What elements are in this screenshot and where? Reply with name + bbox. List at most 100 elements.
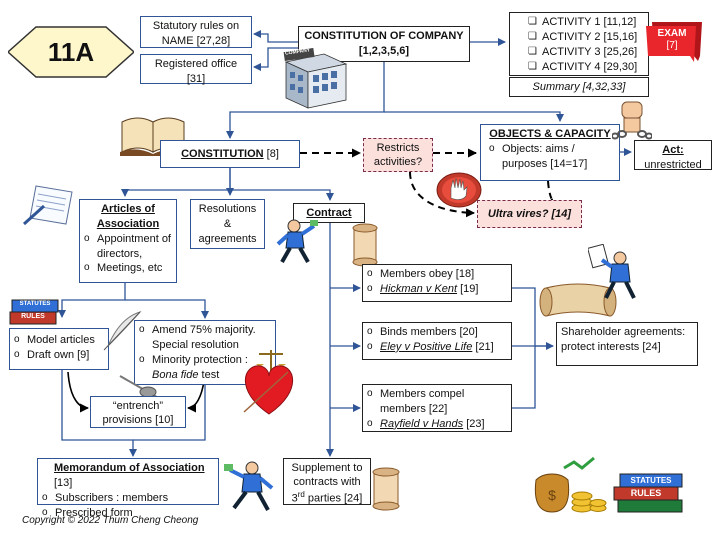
ultra-vires-text: Ultra vires? [14] <box>487 208 572 220</box>
parchment-scroll-illustration <box>538 280 618 322</box>
constitution-of-company-title: CONSTITUTION OF COMPANY <box>304 30 464 42</box>
document-pen-illustration <box>22 184 76 228</box>
svg-text:$: $ <box>548 487 556 503</box>
constitution-of-company-refs: [1,2,3,5,6] <box>358 44 410 57</box>
memorandum-box: Memorandum of Association [13] Subscribe… <box>37 458 219 519</box>
statutory-rules-text: Statutory rules on NAME [27,28] <box>152 20 240 47</box>
summary-box[interactable]: Summary [4,32,33] <box>509 77 649 97</box>
statutory-rules-box: Statutory rules on NAME [27,28] <box>140 16 252 48</box>
memorandum-title: Memorandum of Association <box>54 462 205 474</box>
books-bottom-label: RULES <box>21 313 45 320</box>
hickman-ref: [19] <box>457 282 479 295</box>
quill-pen-illustration <box>100 308 144 352</box>
books-top-label-2: STATUTES <box>630 476 672 485</box>
exam-ref: [7] <box>666 40 678 51</box>
members-obey-case-item: Hickman v Kent [19] <box>367 282 507 297</box>
activities-list: ACTIVITY 1 [11,12] ACTIVITY 2 [15,16] AC… <box>528 15 644 74</box>
objects-capacity-title: OBJECTS & CAPACITY <box>489 128 611 140</box>
model-articles-item: Draft own [9] <box>14 348 104 363</box>
restricts-activities-box: Restricts activities? <box>363 138 433 172</box>
summary-text: Summary [4,32,33] <box>532 81 626 93</box>
scroll-illustration-2 <box>368 466 404 512</box>
supplement-text: Supplement to contracts with 3 <box>291 462 363 505</box>
supplement-box: Supplement to contracts with 3rd parties… <box>283 458 371 505</box>
fist-chain-illustration <box>611 98 653 140</box>
stop-hand-icon: STOP <box>436 162 482 208</box>
registered-office-text: Registered office [31] <box>154 58 238 85</box>
supplement-sup: rd <box>297 489 305 499</box>
model-articles-box: Model articles Draft own [9] <box>9 328 109 370</box>
exam-flag[interactable]: EXAM [7] <box>646 22 702 62</box>
activities-box: ACTIVITY 1 [11,12] ACTIVITY 2 [15,16] AC… <box>509 12 649 76</box>
exam-title: EXAM <box>657 28 687 39</box>
ultra-vires-box: Ultra vires? [14] <box>477 200 582 228</box>
model-articles-item: Model articles <box>14 333 104 348</box>
memorandum-item: Prescribed form <box>42 506 214 521</box>
act-box: Act: unrestricted <box>634 140 712 171</box>
money-bag-coins-illustration: $ <box>528 456 608 516</box>
constitution-box: CONSTITUTION [8] <box>160 140 300 168</box>
members-obey-list: Members obey [18] Hickman v Kent [19] <box>367 267 507 297</box>
rules-books-illustration: STATUTES RULES <box>8 296 60 326</box>
members-compel-box: Members compel members [22] Rayfield v H… <box>362 384 512 432</box>
binds-members-box: Binds members [20] Eley v Positive Life … <box>362 322 512 360</box>
activity-item[interactable]: ACTIVITY 2 [15,16] <box>528 30 644 45</box>
activity-item[interactable]: ACTIVITY 1 [11,12] <box>528 15 644 30</box>
articles-list: Appointment of directors, Meetings, etc <box>84 232 172 277</box>
constitution-title: CONSTITUTION <box>181 148 264 160</box>
chapter-number: 11A <box>47 37 95 67</box>
copyright-text: Copyright © 2022 Thum Cheng Cheong <box>22 515 199 526</box>
businessman-document-illustration <box>587 243 640 300</box>
minority-protection-text: Minority protection : <box>152 353 248 366</box>
businessman-running-illustration <box>222 460 280 514</box>
articles-item: Appointment of directors, <box>84 232 172 262</box>
businessman-illustration <box>272 218 320 266</box>
hickman-case: Hickman v Kent <box>380 282 458 295</box>
articles-title: Articles of Association <box>96 203 160 230</box>
model-articles-list: Model articles Draft own [9] <box>14 333 104 363</box>
entrench-quote: “entrench” <box>112 400 164 412</box>
amend-item: Amend 75% majority. Special resolution <box>139 323 271 353</box>
act-title: Act: <box>662 144 684 156</box>
memorandum-list: Subscribers : members Prescribed form <box>42 491 214 521</box>
heart-illustration <box>240 360 298 418</box>
eley-case: Eley v Positive Life <box>380 340 473 353</box>
amend-box: Amend 75% majority. Special resolution M… <box>134 320 276 385</box>
chapter-badge: 11A <box>6 24 136 80</box>
resolutions-text: Resolutions & agreements <box>198 203 257 245</box>
objects-capacity-box: OBJECTS & CAPACITY Objects: aims / purpo… <box>480 124 620 181</box>
binds-members-case-item: Eley v Positive Life [21] <box>367 340 507 355</box>
resolutions-box: Resolutions & agreements <box>190 199 265 249</box>
constitution-of-company-box: CONSTITUTION OF COMPANY [1,2,3,5,6] <box>298 26 470 62</box>
bona-fide-tail: test <box>198 368 220 381</box>
rayfield-case: Rayfield v Hands <box>380 417 464 430</box>
books-bottom-label-2: RULES <box>630 488 662 498</box>
binds-members-list: Binds members [20] Eley v Positive Life … <box>367 325 507 355</box>
amend-list: Amend 75% majority. Special resolution M… <box>139 323 271 382</box>
contract-box: Contract <box>293 203 365 223</box>
bona-fide-text: Bona fide <box>152 368 199 381</box>
members-compel-item: Members compel members [22] <box>367 387 507 417</box>
objects-capacity-item: Objects: aims / purposes [14=17] <box>489 142 615 172</box>
contract-title: Contract <box>306 207 352 219</box>
amend-item: Minority protection : Bona fide test <box>139 353 271 383</box>
memorandum-heading: Memorandum of Association [13] <box>42 461 214 491</box>
eley-ref: [21] <box>472 340 494 353</box>
company-building-illustration: COMPANY <box>280 47 352 110</box>
restricts-activities-text: Restricts activities? <box>373 142 423 169</box>
articles-item: Meetings, etc <box>84 261 172 276</box>
entrench-text: provisions [10] <box>102 414 174 427</box>
scroll-illustration <box>348 222 382 268</box>
act-text: unrestricted <box>644 158 702 171</box>
registered-office-box: Registered office [31] <box>140 54 252 85</box>
members-obey-box: Members obey [18] Hickman v Kent [19] <box>362 264 512 302</box>
objects-capacity-list: Objects: aims / purposes [14=17] <box>489 142 615 172</box>
shareholder-agreements-text: Shareholder agreements: protect interest… <box>561 326 686 353</box>
shareholder-agreements-box: Shareholder agreements: protect interest… <box>556 322 698 366</box>
activity-item[interactable]: ACTIVITY 3 [25,26] <box>528 45 644 60</box>
members-compel-case-item: Rayfield v Hands [23] <box>367 417 507 432</box>
constitution-ref: [8] <box>266 148 279 160</box>
activity-item[interactable]: ACTIVITY 4 [29,30] <box>528 60 644 75</box>
books-top-label: STATUTES <box>19 301 51 307</box>
